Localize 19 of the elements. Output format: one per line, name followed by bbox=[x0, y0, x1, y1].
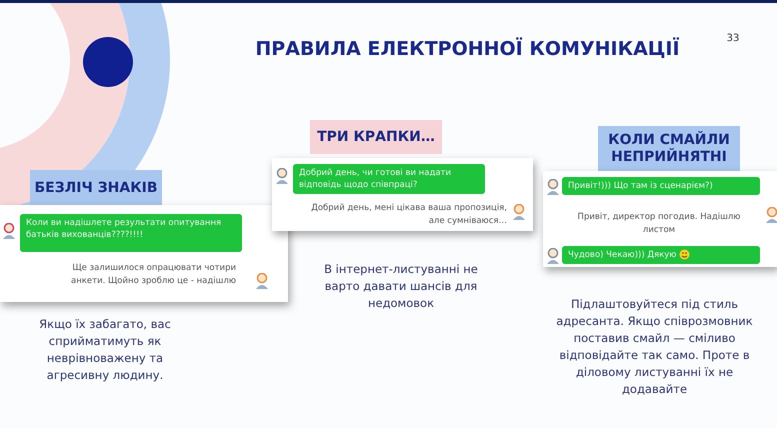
caption-text: Підлаштовуйтеся під стиль адресанта. Якщо співрозмовник поставив смайл — сміливо відповідайте так само. Проте в діловому листуванні їх не додавайте bbox=[555, 296, 754, 398]
topic-heading: БЕЗЛІЧ ЗНАКІВ bbox=[30, 170, 162, 206]
page-number: 33 bbox=[726, 32, 740, 46]
caption-text: Якщо їх забагато, вас сприйматимуть як неврівноважену та агресивну людину. bbox=[38, 316, 172, 384]
slide-title: ПРАВИЛА ЕЛЕКТРОННОЇ КОМУНІКАЦІЇ bbox=[254, 38, 681, 60]
chat-reply: Добрий день, мені цікава ваша пропозиція, але сумніваюся… bbox=[310, 202, 507, 228]
chat-message: Чудово) Чекаю))) Дякую bbox=[568, 250, 676, 260]
topic-heading: ТРИ КРАПКИ… bbox=[310, 120, 442, 154]
chat-card bbox=[272, 158, 533, 231]
chat-message: Коли ви надішлете результати опитування батьків вихованців????!!!! bbox=[20, 214, 242, 252]
message-bubble bbox=[562, 246, 760, 264]
chat-message: Привіт!))) Що там із сценарієм?) bbox=[562, 177, 760, 195]
chat-message: Добрий день, чи готові ви надати відповідь щодо співпраці? bbox=[293, 164, 485, 194]
caption-text: В інтернет-листуванні не варто давати шансів для недомовок bbox=[323, 261, 479, 312]
chat-reply: Ще залишилося опрацювати чотири анкети. Щойно зроблю це - надішлю bbox=[70, 262, 236, 288]
topic-heading: КОЛИ СМАЙЛИ НЕПРИЙНЯТНІ bbox=[598, 126, 740, 171]
chat-reply: Привіт, директор погодив. Надішлю листом bbox=[576, 211, 742, 237]
chat-card bbox=[543, 171, 777, 267]
chat-card bbox=[0, 205, 288, 302]
